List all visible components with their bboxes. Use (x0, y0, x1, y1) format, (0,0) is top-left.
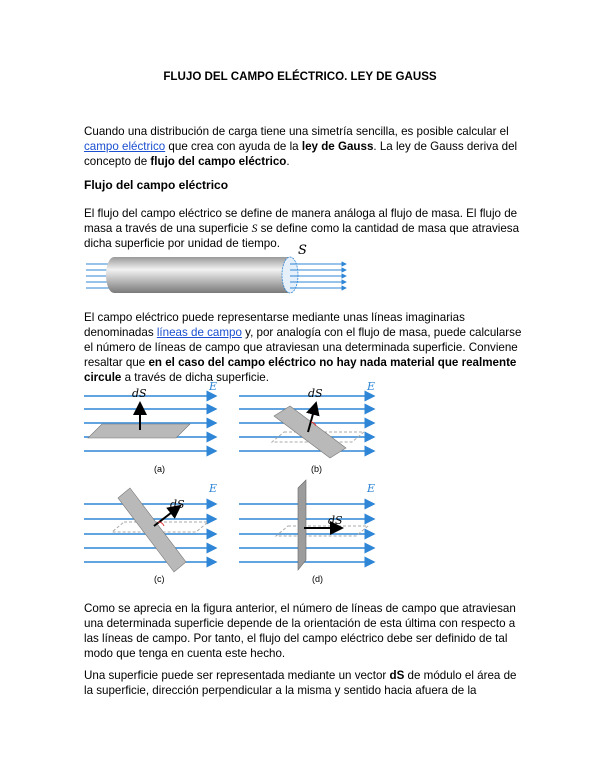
mass-flow-figure: S (86, 243, 347, 294)
ds-vector (306, 401, 320, 433)
flujo-bold: flujo del campo eléctrico (150, 155, 287, 168)
e-label: E (366, 380, 375, 393)
para-line: dicha superficie por unidad de tiempo. (84, 237, 280, 250)
para-text: a través de dicha superficie. (121, 371, 269, 384)
intro-paragraph: Cuando una distribución de carga tiene u… (84, 124, 534, 169)
angle-arc (157, 521, 165, 527)
para-text: resaltar que (84, 356, 149, 369)
lineas-paragraph: El campo eléctrico puede representarse m… (84, 310, 544, 385)
panel-b: dS E (b) (239, 380, 376, 474)
ley-gauss-bold: ley de Gauss (301, 140, 374, 153)
emphasis-bold: circule (84, 371, 122, 384)
para-text: masa a través de una superficie (84, 222, 252, 235)
ds-bold: dS (389, 669, 405, 682)
caption-d: (d) (312, 574, 323, 584)
reference-plane (110, 521, 210, 533)
para-line: las líneas de campo. Por tanto, el flujo… (84, 632, 508, 645)
page-title: FLUJO DEL CAMPO ELÉCTRICO. LEY DE GAUSS (163, 70, 437, 83)
para-text: y, por analogía con el flujo de masa, pu… (241, 326, 522, 339)
emphasis-bold: en el caso del campo eléctrico no hay na… (148, 356, 517, 369)
surface-plate (273, 405, 347, 459)
para-text: de módulo el área de (404, 669, 517, 682)
para-line: El campo eléctrico puede representarse m… (84, 311, 465, 324)
para-line: el número de líneas de campo que atravie… (84, 341, 518, 354)
para-line: modo que tenga en cuenta este hecho. (84, 647, 286, 660)
e-label: E (208, 380, 217, 393)
lineas-campo-link[interactable]: líneas de campo (156, 326, 242, 339)
surface-plate (297, 479, 307, 571)
ds-label: dS (328, 514, 343, 527)
angle-arc (310, 421, 317, 427)
caption-b: (b) (311, 464, 322, 474)
caption-a: (a) (154, 464, 165, 474)
ds-vector (153, 504, 182, 527)
flow-lines-out (290, 261, 347, 291)
panel-a: dS E (a) (84, 380, 218, 474)
ds-label: dS (308, 387, 323, 400)
cylinder-body (106, 257, 298, 293)
flujo-paragraph: El flujo del campo eléctrico se define d… (84, 206, 534, 251)
para-line: una determinada superficie depende de la… (84, 617, 516, 630)
reference-plane (274, 525, 370, 537)
para-text: se define como la cantidad de masa que a… (257, 222, 520, 235)
e-label: E (208, 482, 217, 495)
intro-text: . La ley de Gauss deriva del (373, 140, 518, 153)
panel-c: dS E (c) (84, 482, 218, 584)
surface-plate (117, 487, 187, 573)
intro-text: concepto de (84, 155, 151, 168)
para-text: denominadas (84, 326, 157, 339)
ds-label: dS (132, 387, 147, 400)
para-line: El flujo del campo eléctrico se define d… (84, 207, 518, 220)
panel-d: dS E (d) (239, 479, 376, 584)
surface-symbol: S (251, 222, 258, 235)
intro-text: que crea con ayuda de la (165, 140, 302, 153)
surface-label: S (298, 243, 307, 258)
intro-text: . (286, 155, 290, 168)
surface-plate (87, 423, 191, 439)
para-text: Una superficie puede ser representada me… (84, 669, 390, 682)
para-line: Como se aprecia en la figura anterior, e… (84, 602, 516, 615)
surface-s (281, 256, 299, 294)
orientation-paragraph: Como se aprecia en la figura anterior, e… (84, 601, 544, 661)
vector-paragraph: Una superficie puede ser representada me… (84, 668, 544, 698)
section-heading: Flujo del campo eléctrico (84, 178, 229, 192)
ds-label: dS (170, 498, 185, 511)
flux-orientation-figure: dS E (a) dS E (b) dS E (c) (84, 380, 376, 584)
reference-plane (270, 431, 366, 443)
e-label: E (366, 482, 375, 495)
caption-c: (c) (154, 574, 165, 584)
intro-text: Cuando una distribución de carga tiene u… (84, 125, 509, 138)
para-line: la superficie, dirección perpendicular a… (84, 684, 477, 697)
campo-electrico-link[interactable]: campo eléctrico (84, 140, 166, 153)
